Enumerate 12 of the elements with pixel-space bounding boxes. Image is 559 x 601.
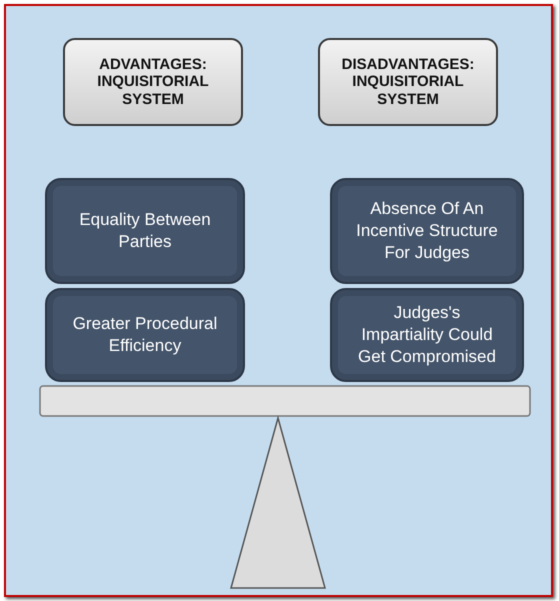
header-box [63, 38, 243, 126]
item-text: Greater Procedural Efficiency [72, 312, 218, 357]
item-text: Judges's Impartiality Could Get Compromised [357, 302, 497, 368]
item-text: Equality Between Parties [78, 208, 212, 253]
item-box [45, 288, 245, 382]
item-box [330, 178, 524, 284]
header-box [318, 38, 498, 126]
header-text: ADVANTAGES: INQUISITORIAL SYSTEM [96, 56, 210, 108]
header-text: DISADVANTAGES: INQUISITORIAL SYSTEM [340, 56, 476, 108]
item-box [330, 288, 524, 382]
item-text: Absence Of An Incentive Structure For Judges [355, 198, 499, 264]
item-box [45, 178, 245, 284]
